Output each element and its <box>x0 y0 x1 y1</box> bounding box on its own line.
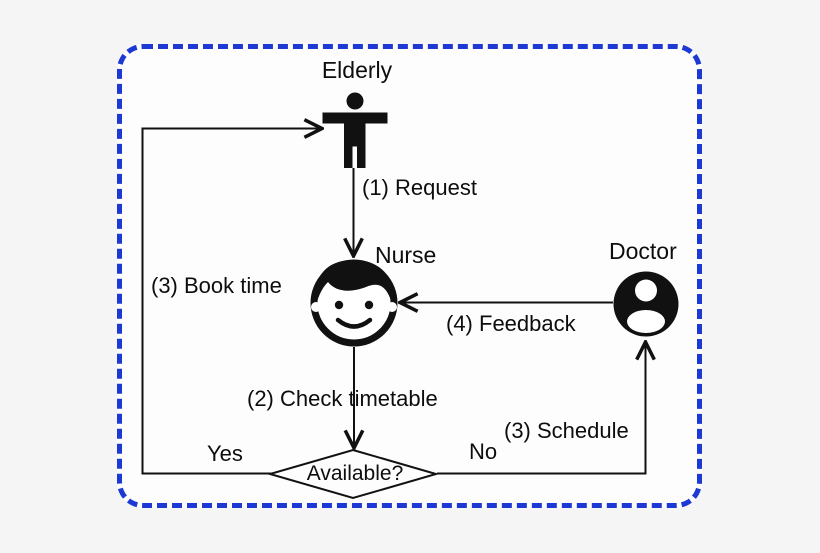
request-edge-label: (1) Request <box>362 175 477 200</box>
book-time-edge-label: (3) Book time <box>151 273 282 298</box>
no-branch-label: No <box>469 439 498 464</box>
decision-label: Available? <box>306 462 404 485</box>
person-silhouette-icon <box>613 271 679 337</box>
doctor-label: Doctor <box>609 238 677 264</box>
edge-schedule-no-path <box>437 342 646 475</box>
female-face-icon <box>310 259 398 347</box>
edge-book-time-yes-path <box>141 129 323 475</box>
dashed-border-frame <box>117 44 702 508</box>
standing-person-icon <box>322 92 388 168</box>
schedule-edge-label: (3) Schedule <box>504 418 629 443</box>
decision-diamond <box>266 448 440 500</box>
feedback-edge-label: (4) Feedback <box>446 311 576 336</box>
nurse-label: Nurse <box>375 242 437 268</box>
check-timetable-edge-label: (2) Check timetable <box>247 386 438 411</box>
yes-branch-label: Yes <box>207 441 243 466</box>
elderly-label: Elderly <box>321 57 393 83</box>
